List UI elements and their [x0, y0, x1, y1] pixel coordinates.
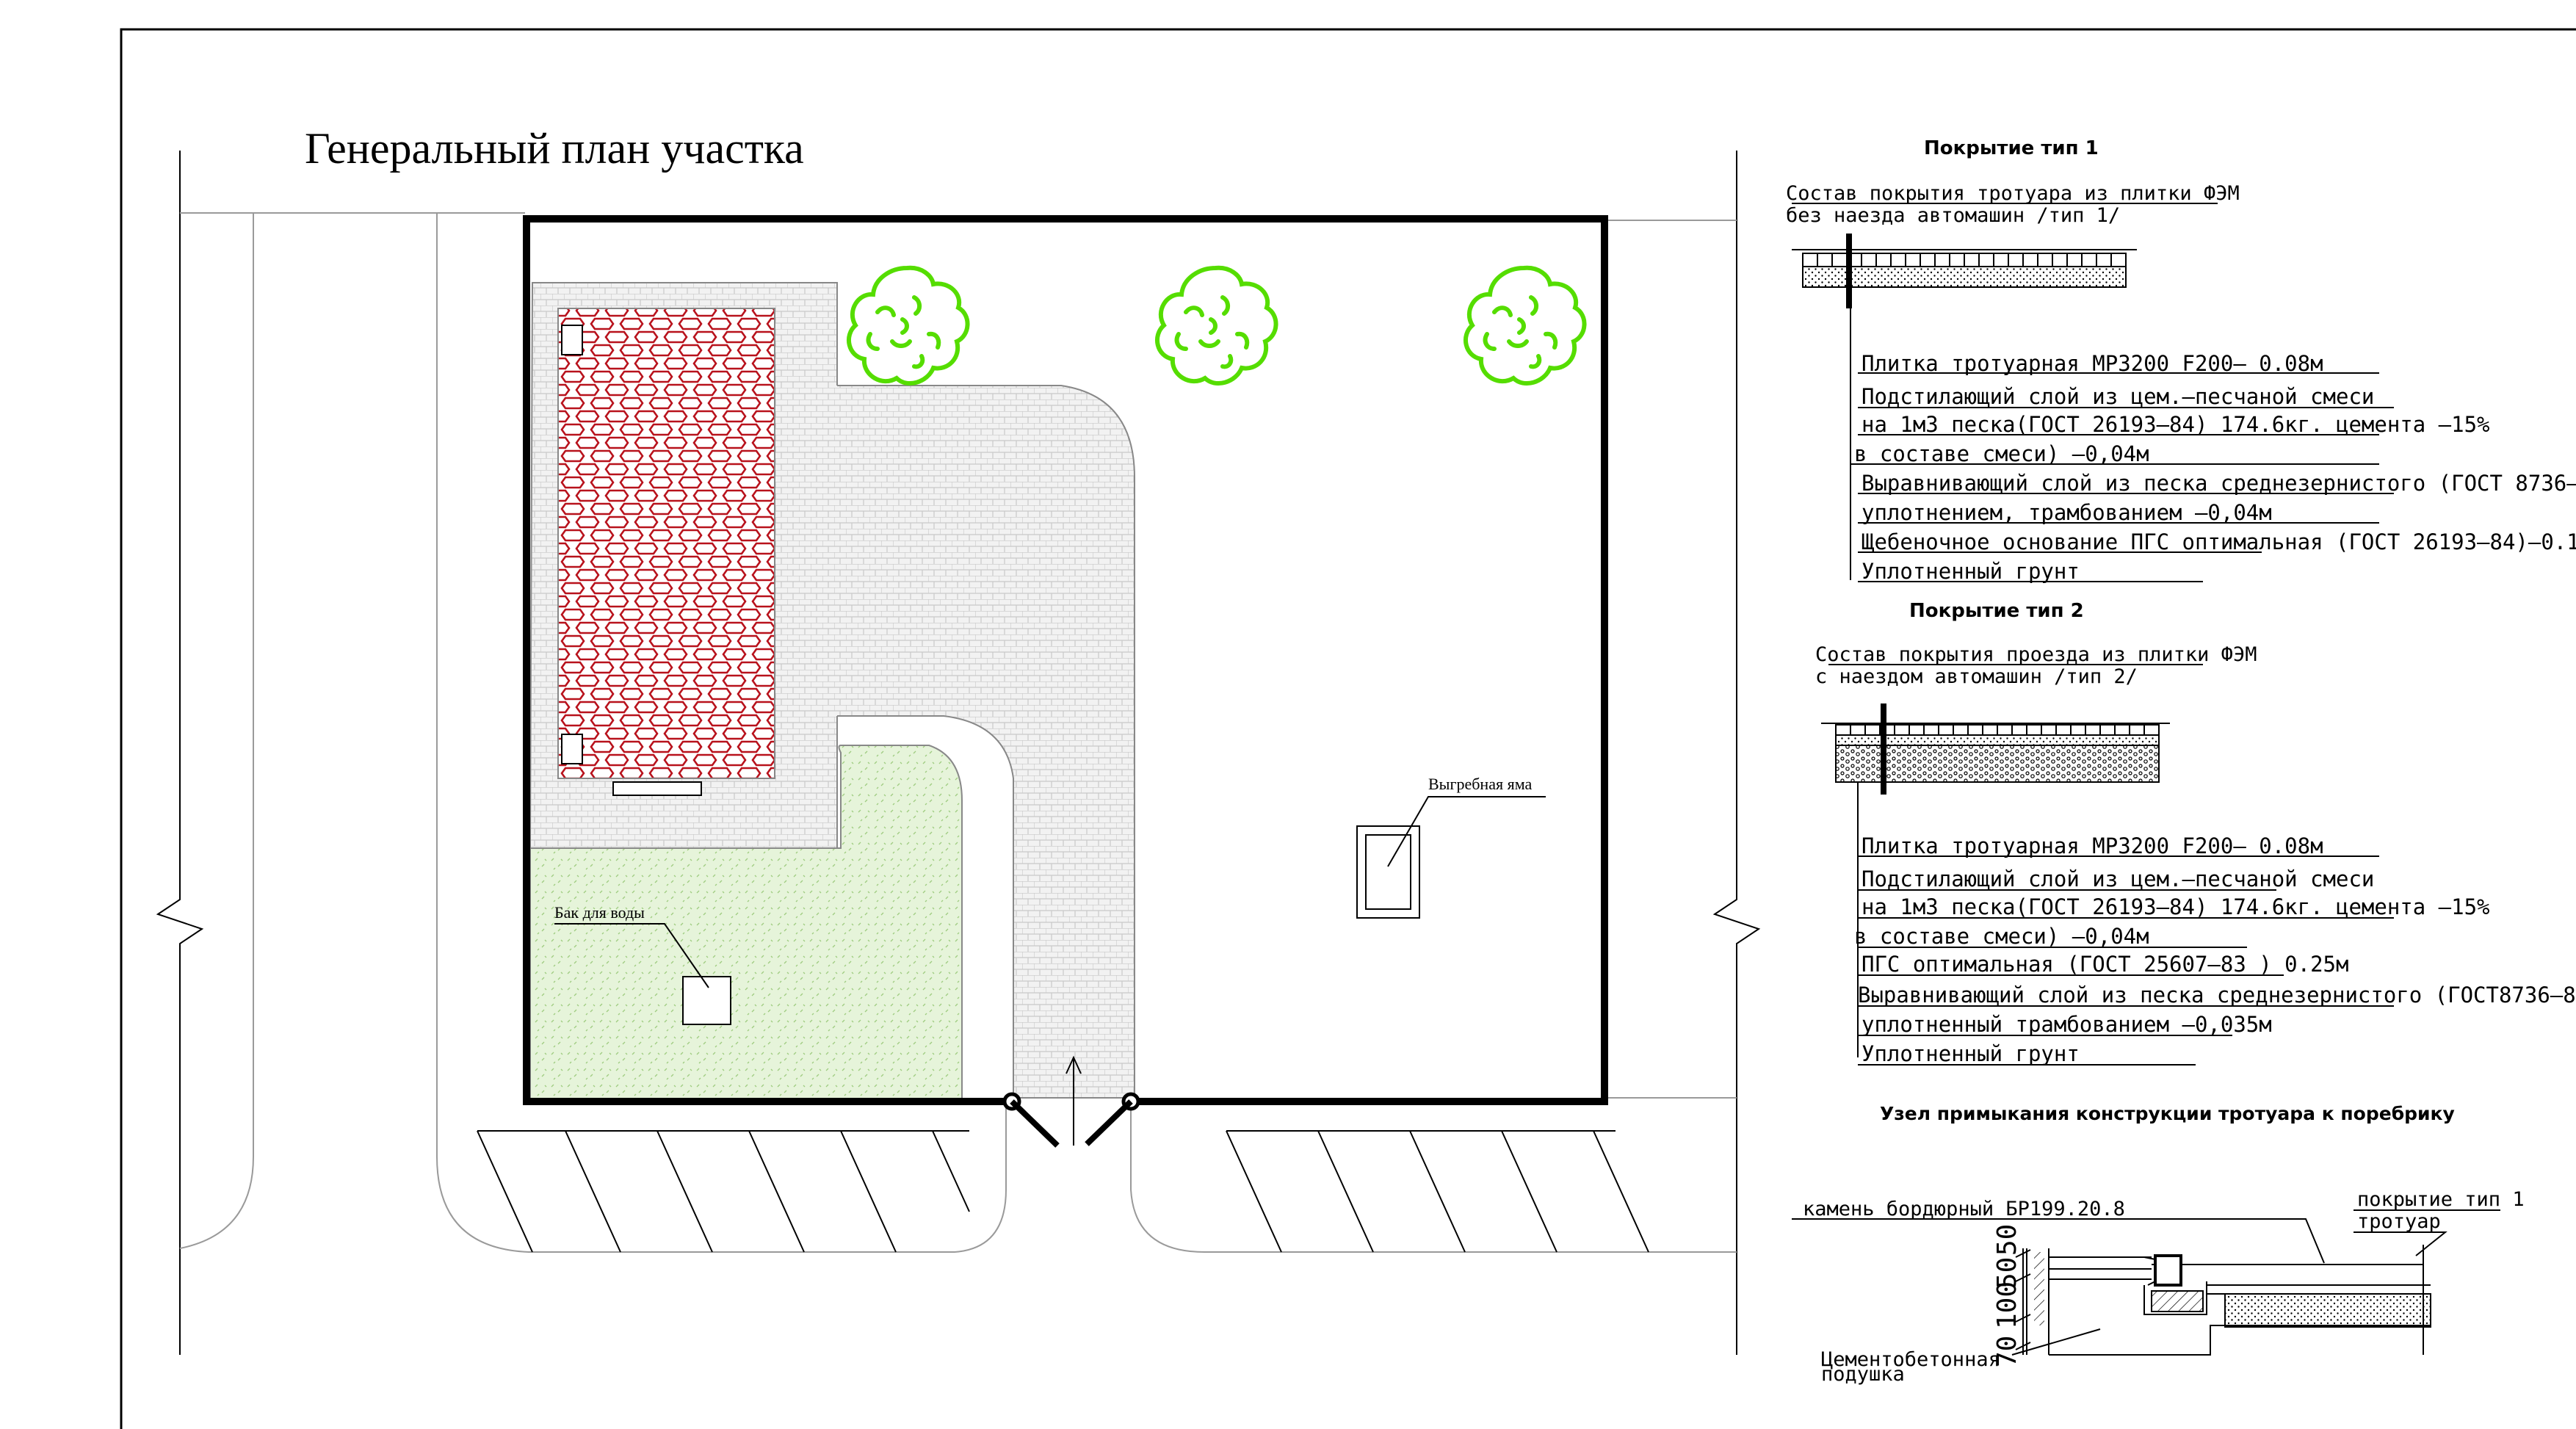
- lawn-lower: [529, 745, 963, 1102]
- cover-sub-label: тротуар: [2357, 1210, 2441, 1233]
- pavement-type-1: Покрытие тип 1 Состав покрытия тротуара …: [1786, 137, 2576, 584]
- brick-patio: [557, 308, 775, 779]
- dim-label: 100: [1992, 1281, 2022, 1329]
- tree-icon: [1157, 268, 1276, 383]
- type2-heading: Покрытие тип 2: [1909, 600, 2084, 622]
- dim-label: 50: [1992, 1224, 2022, 1256]
- type1-layer: Подстилающий слой из цем.–песчаной смеси: [1862, 384, 2374, 409]
- type2-layer: в составе смеси) –0,04м: [1854, 924, 2149, 949]
- parking-right: [1226, 1130, 1649, 1253]
- curb-node-detail: Узел примыкания конструкции тротуара к п…: [1792, 1103, 2525, 1386]
- type1-caption-2: без наезда автомашин /тип 1/: [1786, 204, 2120, 227]
- sheet-frame: [120, 28, 2576, 1429]
- type1-caption-1: Состав покрытия тротуара из плитки ФЭМ: [1786, 182, 2240, 205]
- tank-label: Бак для воды: [554, 903, 645, 922]
- cover-label: покрытие тип 1: [2357, 1188, 2525, 1211]
- tree-icon: [849, 268, 968, 383]
- type1-layer: Плитка тротуарная МР3200 F200– 0.08м: [1862, 351, 2323, 376]
- dim-label: 70: [1992, 1336, 2022, 1367]
- type2-layer: Подстилающий слой из цем.–песчаной смеси: [1862, 867, 2374, 891]
- type2-caption-2: с наездом автомашин /тип 2/: [1815, 665, 2138, 688]
- pavement-type-2: Покрытие тип 2 Состав покрытия проезда и…: [1815, 600, 2576, 1066]
- left-break-line: [156, 151, 204, 1355]
- type1-layer: Уплотненный грунт: [1862, 559, 2080, 584]
- type2-layer: на 1м3 песка(ГОСТ 26193–84) 174.6кг. цем…: [1862, 894, 2490, 919]
- type1-layer: Щебеночное основание ПГС оптимальная (ГО…: [1862, 529, 2576, 554]
- tank-outline: [682, 976, 731, 1025]
- node-heading: Узел примыкания конструкции тротуара к п…: [1880, 1103, 2455, 1124]
- type2-layer: Уплотненный грунт: [1862, 1041, 2080, 1066]
- gate-icon: [1010, 1099, 1133, 1148]
- parking-left: [477, 1130, 970, 1253]
- cushion-label-1: Цементобетонная: [1821, 1348, 2000, 1371]
- type2-caption-1: Состав покрытия проезда из плитки ФЭМ: [1815, 643, 2257, 666]
- curb-label: камень бордюрный БР199.20.8: [1803, 1198, 2125, 1220]
- plan-area: Выгребная яма Бак для воды: [156, 151, 1761, 1355]
- type2-layer: ПГС оптимальная (ГОСТ 25607–83 ) 0.25м: [1862, 952, 2348, 977]
- pit-outline: [1356, 825, 1420, 919]
- pit-label: Выгребная яма: [1428, 775, 1532, 793]
- type2-layer: Выравнивающий слой из песка среднезернис…: [1858, 983, 2576, 1007]
- entry-arrow-icon: [1066, 1055, 1082, 1146]
- type1-heading: Покрытие тип 1: [1924, 137, 2099, 159]
- type2-layer: уплотненный трамбованием –0,035м: [1862, 1012, 2272, 1037]
- type1-layer: в составе смеси) –0,04м: [1854, 441, 2149, 466]
- type1-layer: Выравнивающий слой из песка среднезернис…: [1862, 471, 2576, 496]
- tree-icon: [1466, 268, 1585, 383]
- dim-label: 50: [1992, 1257, 2022, 1289]
- right-break-line: [1712, 151, 1761, 1355]
- cushion-label-2: подушка: [1821, 1363, 1905, 1386]
- type1-layer: на 1м3 песка(ГОСТ 26193–84) 174.6кг. цем…: [1862, 412, 2490, 437]
- type2-layer: Плитка тротуарная МР3200 F200– 0.08м: [1862, 833, 2323, 858]
- plot-boundary: [523, 215, 1608, 1105]
- type1-layer: уплотнением, трамбованием –0,04м: [1862, 500, 2272, 525]
- page-title: Генеральный план участка: [305, 124, 804, 173]
